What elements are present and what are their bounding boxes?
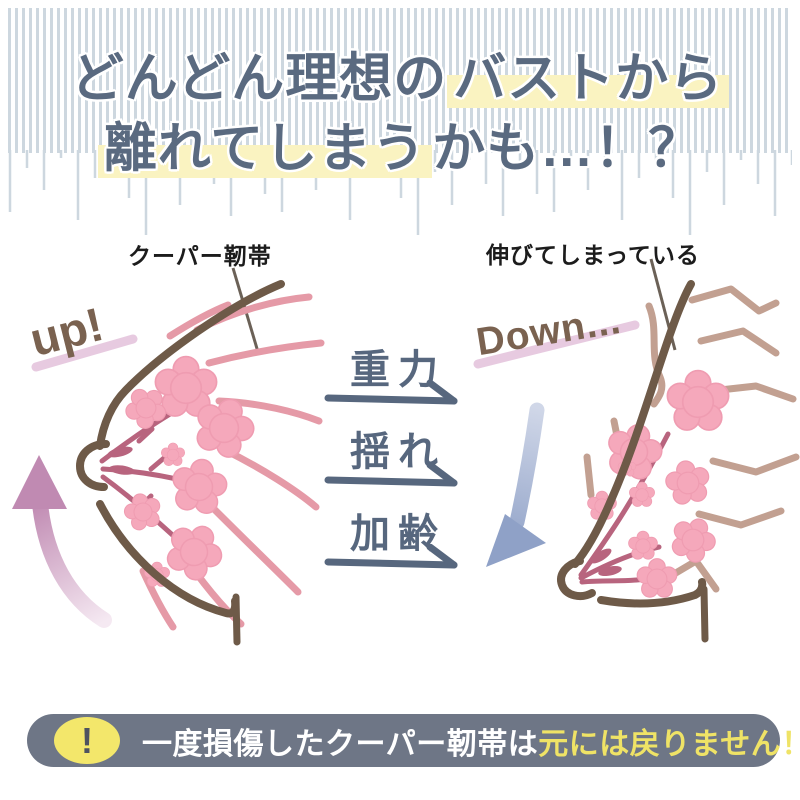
headline-line2-normal: かも…！？	[432, 119, 703, 178]
headline-line2: 離れてしまうかも…！？	[0, 114, 800, 184]
causes-list: 重力 揺れ 加齢	[322, 348, 466, 594]
headline-line1-normal: どんどん理想の	[70, 49, 448, 108]
right-breast-illustration	[486, 258, 800, 643]
cause-item-gravity: 重力	[322, 348, 466, 406]
nipple-ducts	[590, 548, 622, 577]
cause-underline-arrow-icon	[324, 462, 458, 487]
breast-outline	[557, 280, 709, 643]
right-figure-label: 伸びてしまっている	[486, 242, 700, 268]
cause-label: 加齢	[350, 512, 446, 556]
cause-item-aging: 加齢	[322, 512, 466, 570]
cause-label: 重力	[350, 348, 446, 392]
left-figure-label: クーパー靭帯	[128, 243, 272, 269]
warning-text-white: 一度損傷したクーパー靭帯は	[142, 727, 539, 761]
up-arrow-icon	[12, 455, 112, 628]
left-breast-illustration	[12, 267, 325, 646]
nipple-ducts	[107, 446, 135, 475]
headline: どんどん理想のバストから 離れてしまうかも…！？	[0, 44, 800, 184]
headline-line1: どんどん理想のバストから	[0, 44, 800, 114]
exclamation-icon: !	[54, 717, 120, 764]
breast-outline	[75, 280, 285, 646]
cause-underline-arrow-icon	[324, 380, 458, 405]
headline-line2-highlight: 離れてしまう	[97, 119, 433, 178]
warning-text: 一度損傷したクーパー靭帯は元には戻りません！	[142, 719, 800, 763]
warning-text-yellow: 元には戻りません！	[538, 727, 800, 761]
warning-banner: ! 一度損傷したクーパー靭帯は元には戻りません！	[27, 714, 800, 767]
down-arrow-icon	[486, 402, 546, 567]
cause-item-shaking: 揺れ	[322, 430, 466, 488]
cause-label: 揺れ	[350, 430, 446, 474]
headline-line1-highlight: バストから	[447, 49, 730, 108]
cause-underline-arrow-icon	[324, 544, 458, 569]
